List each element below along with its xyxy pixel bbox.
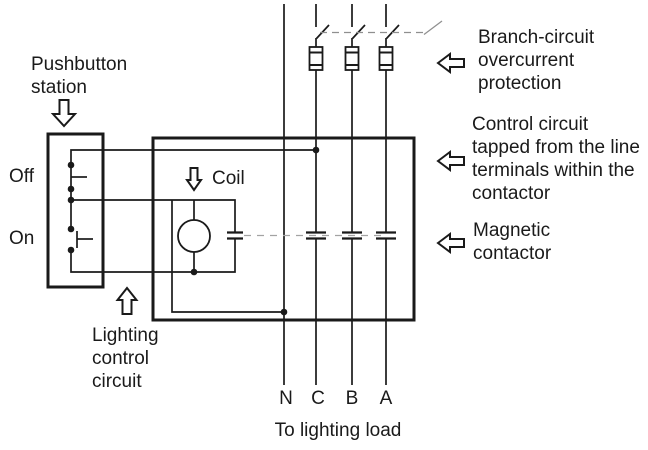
- lighting-control-label: Lighting control circuit: [92, 325, 159, 392]
- lighting-up-arrow-icon: [115, 286, 139, 315]
- branch-annotation: Branch-circuit overcurrent protection: [478, 27, 595, 94]
- fuse-b: [344, 46, 360, 71]
- main-contact-c: [306, 231, 326, 240]
- disconnect-blade-c: [315, 24, 330, 40]
- fuse-c: [308, 46, 324, 71]
- main-contact-b: [342, 231, 362, 240]
- contactor-box: [151, 136, 416, 322]
- disconnect-linkage-handle: [423, 20, 443, 35]
- wire-to-neutral: [171, 200, 284, 313]
- junction-dots: [67, 146, 320, 316]
- main-contact-a: [376, 231, 396, 240]
- pushbutton-station-box: [46, 132, 105, 289]
- pushbutton-station-label: Pushbutton station: [31, 54, 128, 98]
- control-tap-wire: [70, 149, 316, 165]
- coil-symbol: [177, 219, 211, 253]
- magnetic-annotation: Magnetic contactor: [473, 220, 552, 264]
- pushbutton-down-arrow-icon: [50, 99, 78, 128]
- coil-down-arrow-icon: [185, 167, 203, 192]
- disconnect-blade-b: [351, 24, 366, 40]
- off-pushbutton-nc: [70, 165, 87, 200]
- phase-label-a: A: [379, 388, 393, 409]
- branch-left-arrow-icon: [436, 52, 465, 74]
- disconnect-blade-a: [385, 24, 400, 40]
- wire-off-to-coil-top: [71, 199, 236, 233]
- on-pushbutton-no: [76, 231, 93, 248]
- to-lighting-load-label: To lighting load: [274, 420, 402, 441]
- phase-label-c: C: [311, 388, 325, 409]
- wire-on-to-coil-bottom: [70, 238, 236, 273]
- control-tap-annotation: Control circuit tapped from the line ter…: [472, 114, 640, 204]
- phase-b-line: [344, 4, 366, 385]
- phase-a-line: [378, 4, 400, 385]
- off-label: Off: [9, 166, 34, 187]
- auxiliary-contact: [227, 231, 243, 240]
- magnetic-left-arrow-icon: [436, 232, 465, 254]
- control-tap-left-arrow-icon: [436, 150, 465, 172]
- phase-label-n: N: [279, 388, 293, 409]
- fuse-a: [378, 46, 394, 71]
- on-label: On: [9, 228, 35, 249]
- coil-label: Coil: [212, 168, 245, 189]
- phase-c-line: [308, 4, 330, 385]
- phase-label-b: B: [345, 388, 359, 409]
